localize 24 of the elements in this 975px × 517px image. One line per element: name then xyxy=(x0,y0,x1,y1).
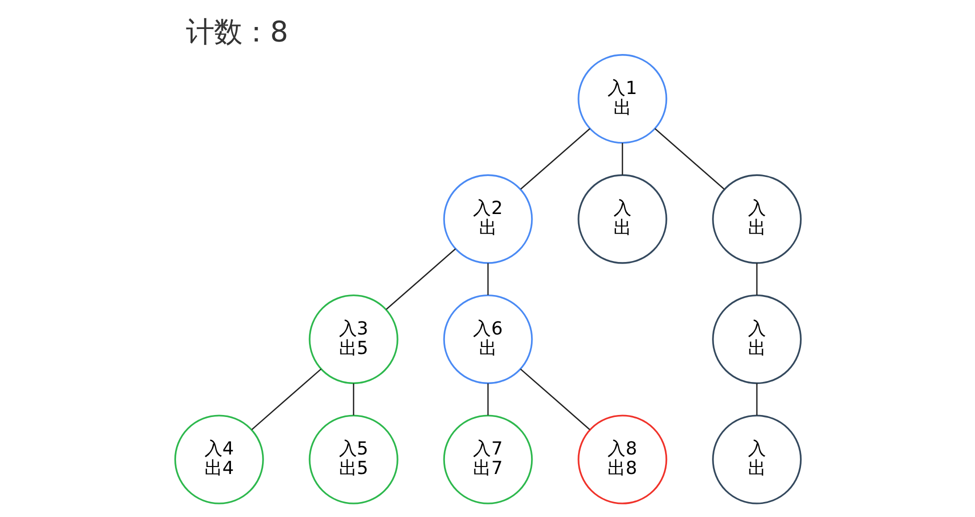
connector xyxy=(520,368,590,430)
connector xyxy=(486,263,488,296)
node-circle: 入2 出 xyxy=(442,174,532,264)
node-circle: 入6 出 xyxy=(442,294,532,384)
connector xyxy=(250,368,321,430)
connector xyxy=(520,128,590,190)
node-circle: 入8 出8 xyxy=(577,414,667,504)
node-circle: 入5 出5 xyxy=(308,414,398,504)
connector xyxy=(756,263,758,296)
connector xyxy=(486,383,488,416)
connector xyxy=(654,128,724,190)
node-circle: 入 出 xyxy=(577,174,667,264)
diagram-title: 计数：8 xyxy=(186,15,288,48)
connector xyxy=(756,383,758,416)
node-circle: 入7 出7 xyxy=(442,414,532,504)
node-circle: 入4 出4 xyxy=(174,414,264,504)
node-circle: 入 出 xyxy=(712,294,802,384)
connector xyxy=(352,383,354,416)
node-circle: 入3 出5 xyxy=(308,294,398,384)
connector xyxy=(621,142,623,175)
connector xyxy=(385,248,456,310)
node-circle: 入 出 xyxy=(712,414,802,504)
node-circle: 入 出 xyxy=(712,174,802,264)
node-circle: 入1 出 xyxy=(577,54,667,144)
